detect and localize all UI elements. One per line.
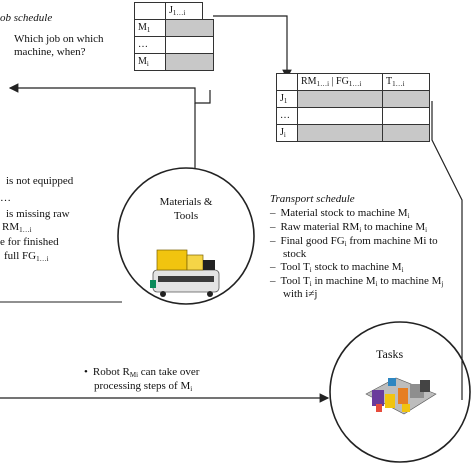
transport-table-corner	[276, 73, 298, 91]
robot-note: Robot RMi can take over	[84, 366, 200, 379]
materials-circle	[117, 167, 255, 305]
tasks-label: Tasks	[376, 347, 404, 361]
transport-table-cell	[382, 90, 430, 108]
transport-table-cell	[297, 90, 383, 108]
transport-table-cell	[382, 107, 430, 125]
transport-schedule-item: Tool Ti stock to machine Mi	[270, 261, 404, 274]
transport-schedule-item: Tool Ti in machine Mi to machine Mj	[270, 275, 444, 288]
robot-note-line2: processing steps of Mi	[94, 380, 193, 393]
arrow-feedback-left	[8, 83, 211, 104]
transport-table-cell	[297, 107, 383, 125]
job-table-cell	[165, 36, 214, 54]
agv-robot-icon	[150, 249, 220, 297]
arrow-right-side	[431, 101, 463, 400]
job-schedule-question-2: machine, when?	[14, 46, 86, 58]
job-schedule-question-1: Which job on which	[14, 33, 104, 45]
job-table-row-label: …	[134, 36, 166, 54]
transport-table-row-label: …	[276, 107, 298, 125]
arrow-job-to-transport	[210, 15, 292, 80]
transport-table-col-header: T1…i	[382, 73, 430, 91]
materials-label: Materials &	[159, 196, 213, 208]
transport-table-row-label: J1	[276, 90, 298, 108]
transport-table-cell	[382, 124, 430, 142]
transport-table-cell	[297, 124, 383, 142]
transport-schedule-item-cont: with i≠j	[283, 288, 318, 300]
left-note: …	[0, 192, 11, 204]
tools-label: Tools	[173, 210, 199, 222]
transport-schedule-item-cont: stock	[283, 248, 307, 260]
factory-line-icon	[365, 377, 437, 415]
job-table-row-label: Mi	[134, 53, 166, 71]
transport-table-col-header: RM1…i | FG1…i	[297, 73, 383, 91]
job-table-col-header: J1…i	[165, 2, 203, 20]
job-table-cell	[165, 53, 214, 71]
left-note: is missing raw	[6, 208, 70, 220]
job-schedule-table: J1…i M1 … Mi	[134, 2, 214, 71]
transport-schedule-item: Raw material RMi to machine Mi	[270, 221, 428, 234]
transport-table: RM1…i | FG1…i T1…i J1 … Ji	[276, 73, 430, 142]
tasks-circle	[329, 321, 471, 463]
transport-schedule-title: Transport schedule	[270, 193, 355, 205]
transport-table-row-label: Ji	[276, 124, 298, 142]
job-table-corner	[134, 2, 166, 20]
transport-schedule-item: Final good FGi from machine Mi to	[270, 235, 438, 248]
job-schedule-title: ob schedule	[0, 12, 53, 24]
left-note: e for finished	[0, 236, 59, 248]
left-note: is not equipped	[6, 175, 74, 187]
left-note: RM1…i	[2, 221, 32, 234]
transport-schedule-item: Material stock to machine Mi	[270, 207, 410, 220]
job-table-cell	[165, 19, 214, 37]
left-note: full FG1…i	[4, 250, 49, 263]
job-table-row-label: M1	[134, 19, 166, 37]
